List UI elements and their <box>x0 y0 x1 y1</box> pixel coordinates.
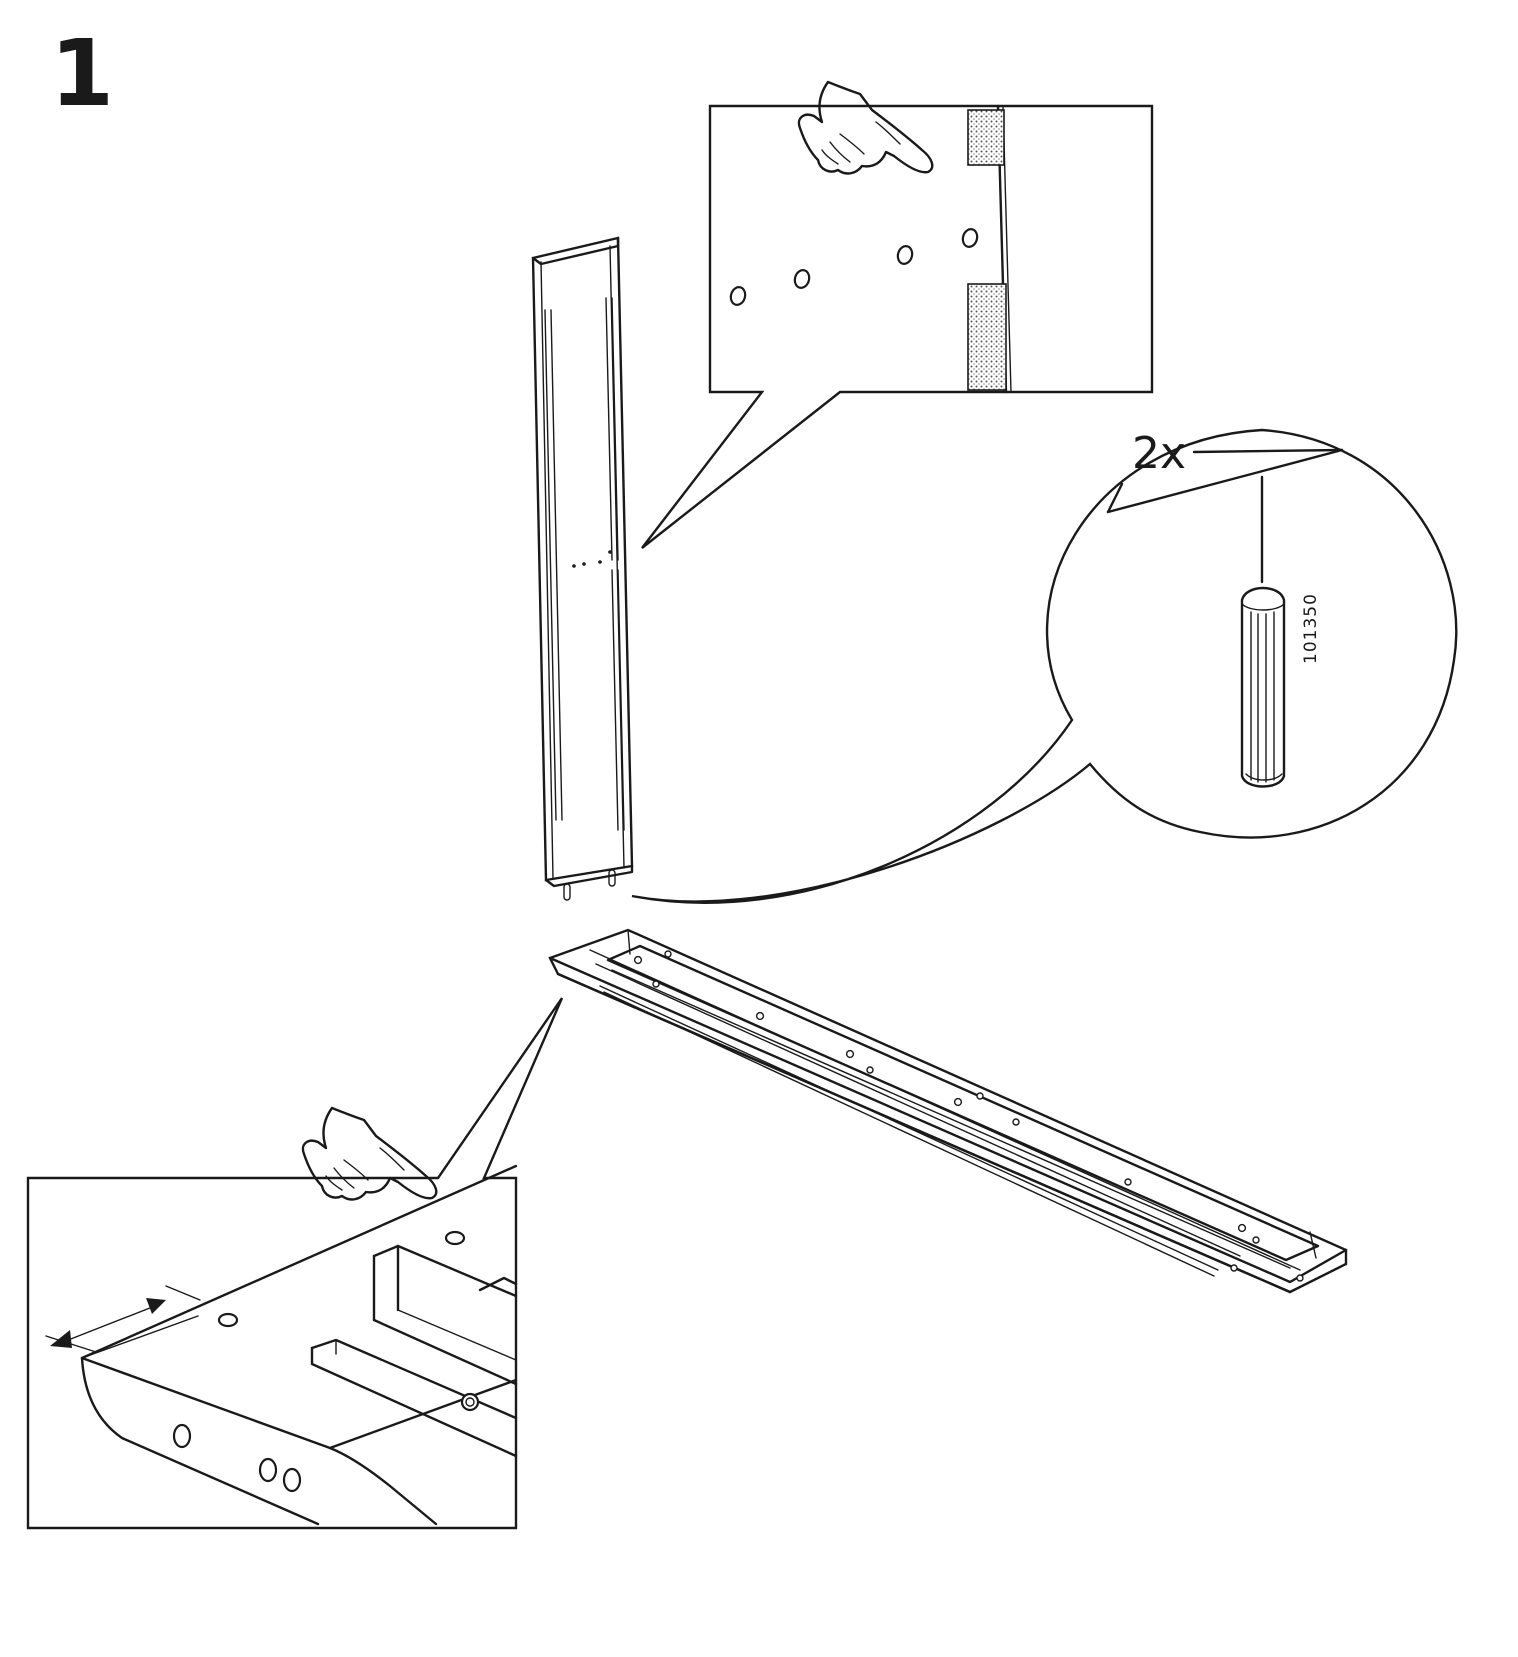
hole <box>896 245 914 265</box>
part-quantity: 2x <box>1132 428 1186 479</box>
hole <box>961 228 979 248</box>
parts-callout: 2x 101350 <box>631 428 1458 904</box>
detail-callout-top <box>641 104 1154 549</box>
hole <box>729 286 747 306</box>
hole <box>793 269 811 289</box>
detail-callout-bottom <box>26 997 564 1530</box>
step-number: 1 <box>50 20 115 127</box>
double-arrow-icon <box>45 1285 201 1353</box>
adhesive-strip-top <box>967 109 1005 166</box>
hole <box>444 1230 466 1246</box>
hole <box>258 1457 278 1483</box>
hole <box>282 1467 302 1493</box>
side-panel <box>531 236 634 901</box>
base-rail <box>548 928 1348 1294</box>
pointing-hand-icon <box>301 1106 438 1201</box>
dowel-icon <box>608 869 616 887</box>
hole <box>460 1392 480 1412</box>
part-number: 101350 <box>1301 593 1321 664</box>
hole <box>217 1312 239 1328</box>
hole <box>172 1423 192 1449</box>
dowel-icon <box>1240 586 1286 788</box>
pointing-hand-icon <box>797 80 934 175</box>
adhesive-strip-bottom <box>967 283 1007 391</box>
dowel-icon <box>563 883 571 901</box>
